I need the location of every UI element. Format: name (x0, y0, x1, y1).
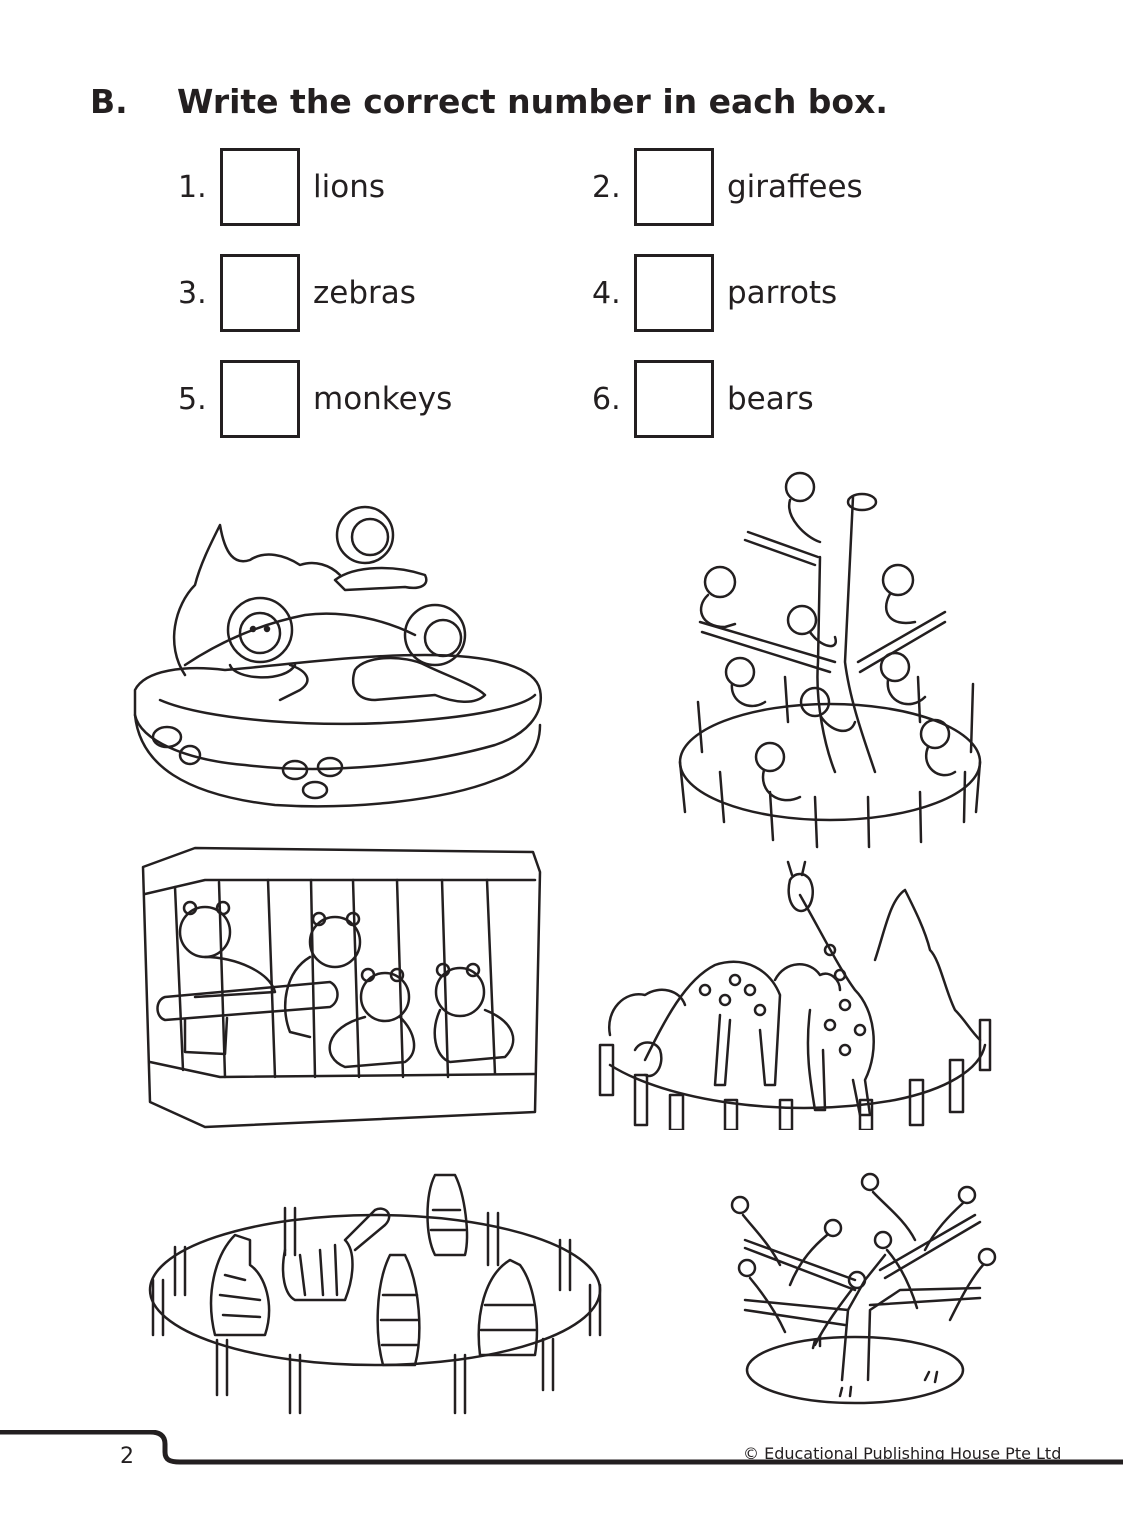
question-label: monkeys (313, 381, 453, 417)
instruction-text: Write the correct number in each box. (177, 82, 888, 121)
footer-rule (0, 1430, 1123, 1465)
parrot-tree-illustration (705, 1160, 1015, 1410)
answer-box-zebras[interactable] (220, 254, 300, 332)
answer-box-giraffes[interactable] (634, 148, 714, 226)
page-number: 2 (120, 1444, 134, 1469)
question-number: 5. (178, 381, 207, 417)
copyright-notice: © Educational Publishing House Pte Ltd (743, 1444, 1062, 1463)
section-heading: B. Write the correct number in each box. (90, 82, 888, 121)
answer-box-lions[interactable] (220, 148, 300, 226)
question-4: 4. parrots (592, 252, 837, 334)
question-5: 5. monkeys (178, 358, 452, 440)
question-label: giraffees (727, 169, 863, 205)
question-label: parrots (727, 275, 838, 311)
answer-box-bears[interactable] (634, 360, 714, 438)
giraffe-enclosure-illustration (585, 850, 1005, 1130)
question-number: 1. (178, 169, 207, 205)
question-label: bears (727, 381, 814, 417)
question-number: 4. (592, 275, 621, 311)
question-number: 6. (592, 381, 621, 417)
monkey-tree-illustration (640, 462, 1000, 852)
lion-enclosure-illustration (125, 505, 545, 815)
question-number: 3. (178, 275, 207, 311)
question-1: 1. lions (178, 146, 385, 228)
answer-box-parrots[interactable] (634, 254, 714, 332)
question-2: 2. giraffees (592, 146, 863, 228)
question-number: 2. (592, 169, 621, 205)
bear-cage-illustration (135, 842, 545, 1132)
section-letter: B. (90, 82, 128, 121)
question-label: zebras (313, 275, 416, 311)
answer-box-monkeys[interactable] (220, 360, 300, 438)
question-6: 6. bears (592, 358, 814, 440)
question-label: lions (313, 169, 385, 205)
zebra-pen-illustration (135, 1155, 615, 1420)
question-3: 3. zebras (178, 252, 416, 334)
